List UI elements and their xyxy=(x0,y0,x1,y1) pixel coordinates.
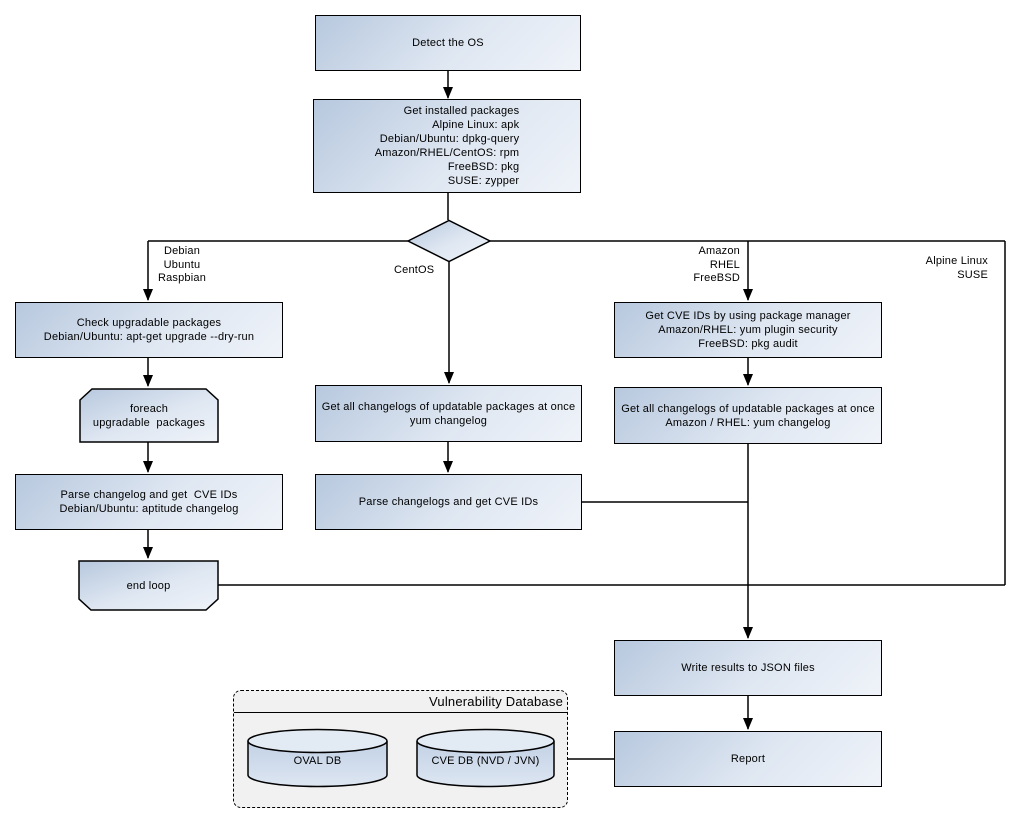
node-parse-changelogs-centos: Parse changelogs and get CVE IDs xyxy=(315,474,582,530)
cve-db-label: CVE DB (NVD / JVN) xyxy=(431,755,540,767)
end-loop-shape xyxy=(78,560,219,611)
end-loop-label-wrap: end loop xyxy=(79,561,218,610)
node-get-installed-packages-label: Get installed packages Alpine Linux: apk… xyxy=(374,105,520,187)
node-get-changelogs-centos: Get all changelogs of updatable packages… xyxy=(315,385,582,442)
node-check-upgradable-packages: Check upgradable packages Debian/Ubuntu:… xyxy=(15,302,283,358)
node-get-installed-packages: Get installed packages Alpine Linux: apk… xyxy=(313,99,581,193)
oval-db-cylinder-outline xyxy=(247,741,388,788)
end-loop-label: end loop xyxy=(126,579,171,592)
node-report-label: Report xyxy=(730,753,766,765)
node-parse-changelogs-centos-label: Parse changelogs and get CVE IDs xyxy=(358,496,539,508)
oval-db-label: OVAL DB xyxy=(293,755,342,767)
cve-db-cylinder-top xyxy=(416,728,555,754)
node-get-changelogs-centos-label: Get all changelogs of updatable packages… xyxy=(321,400,576,427)
node-parse-changelog-debian: Parse changelog and get CVE IDs Debian/U… xyxy=(15,474,283,530)
foreach-loop-shape xyxy=(79,388,219,443)
vulnerability-database-title: Vulnerability Database xyxy=(234,691,567,713)
node-detect-os: Detect the OS xyxy=(315,15,581,71)
os-decision-diamond xyxy=(406,219,492,263)
cve-db-cylinder-outline xyxy=(416,741,555,788)
node-write-results-json: Write results to JSON files xyxy=(614,640,882,696)
oval-db-cylinder-body xyxy=(248,741,387,787)
cve-db-cylinder-body xyxy=(417,741,554,787)
branch-label-debian: Debian Ubuntu Raspbian xyxy=(157,245,207,284)
node-write-results-json-label: Write results to JSON files xyxy=(681,662,815,674)
branch-label-centos: CentOS xyxy=(394,264,435,276)
node-get-cve-ids-package-manager: Get CVE IDs by using package manager Ama… xyxy=(614,302,882,358)
oval-db-cylinder-top xyxy=(247,728,388,754)
branch-label-amazon: Amazon RHEL FreeBSD xyxy=(693,245,740,284)
node-report: Report xyxy=(614,731,882,787)
node-get-cve-ids-package-manager-label: Get CVE IDs by using package manager Ama… xyxy=(645,310,851,350)
node-detect-os-label: Detect the OS xyxy=(412,37,484,49)
branch-label-alpine-suse: Alpine Linux SUSE xyxy=(925,255,988,281)
node-get-changelogs-amazon: Get all changelogs of updatable packages… xyxy=(614,387,882,444)
node-check-upgradable-packages-label: Check upgradable packages Debian/Ubuntu:… xyxy=(43,317,255,343)
node-get-changelogs-amazon-label: Get all changelogs of updatable packages… xyxy=(621,402,875,429)
foreach-loop-label-wrap: foreach upgradable packages xyxy=(80,389,218,442)
node-parse-changelog-debian-label: Parse changelog and get CVE IDs Debian/U… xyxy=(59,489,239,515)
foreach-loop-label: foreach upgradable packages xyxy=(92,402,206,429)
